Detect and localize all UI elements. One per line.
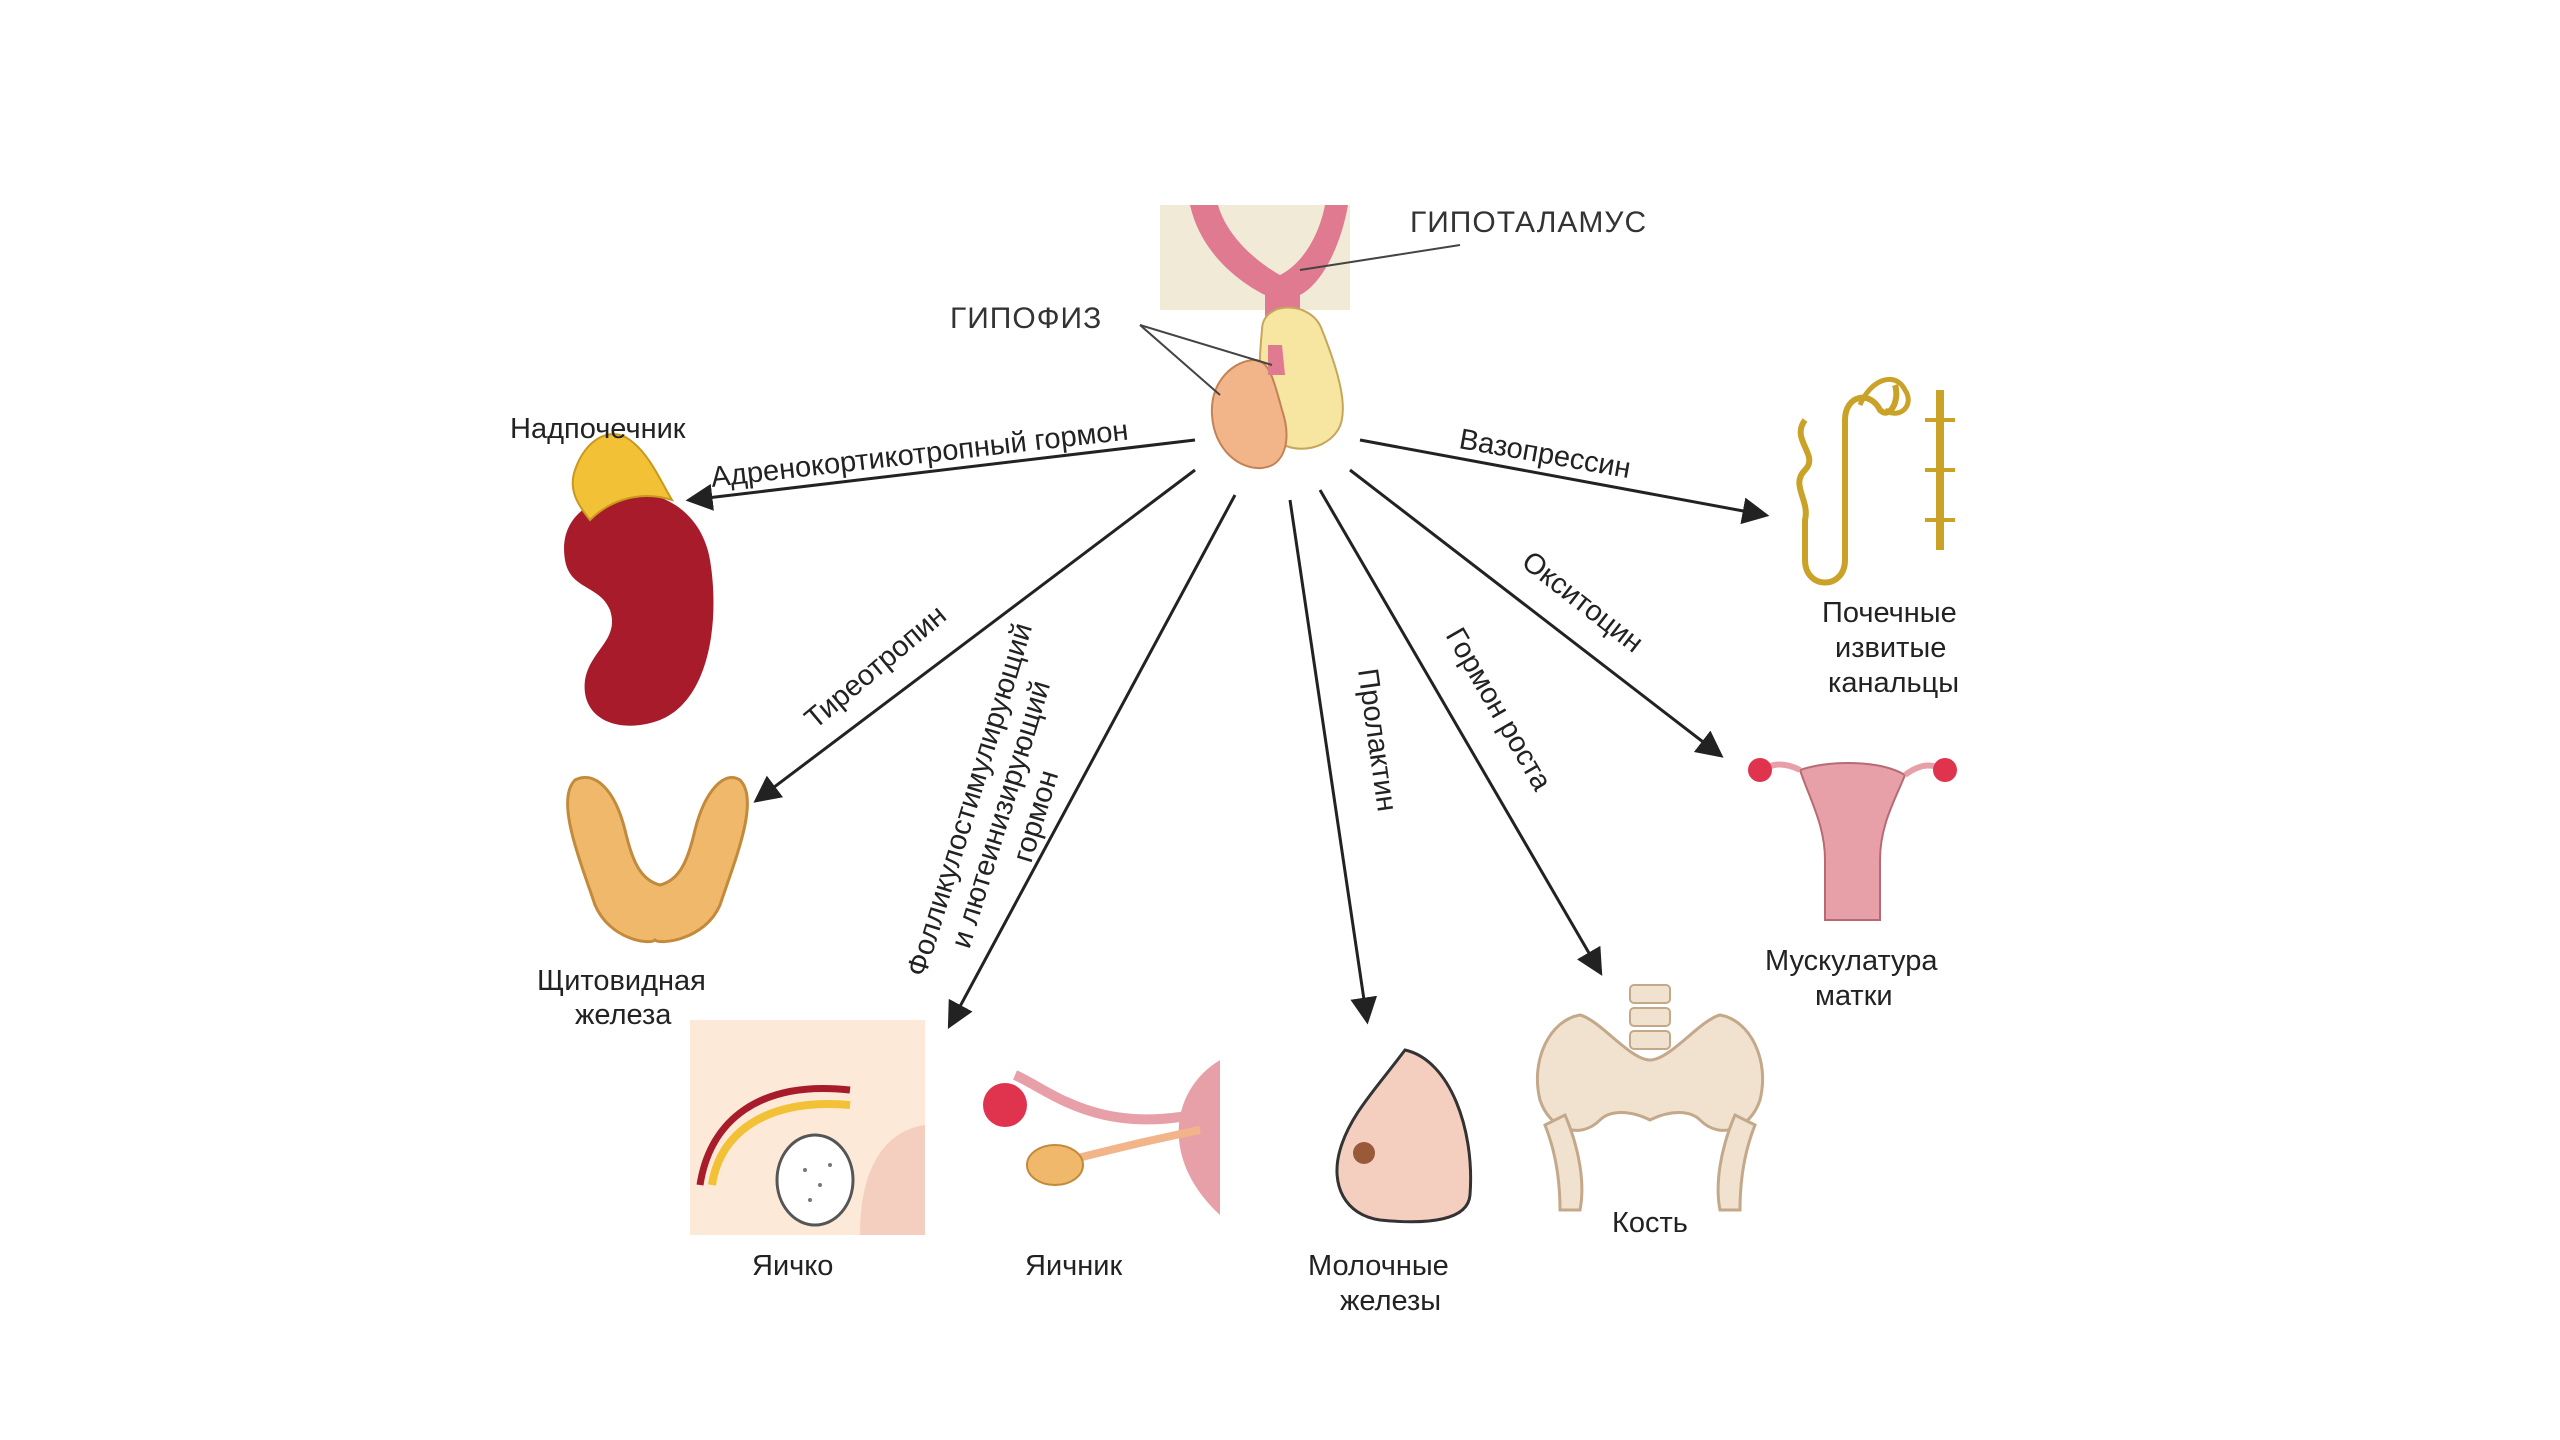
pituitary-leader-2	[1139, 324, 1221, 396]
hypothalamus-pituitary-figure	[1160, 205, 1350, 470]
hypothalamus-leader	[1299, 244, 1461, 271]
acth-arrow	[685, 438, 1196, 511]
mammary-label-line2: железы	[1340, 1285, 1441, 1317]
thyroid-label-line1: Щитовидная	[537, 965, 706, 997]
thyroid-label-line2: железа	[575, 999, 672, 1031]
stalk-connector	[1268, 345, 1285, 375]
ovary-left-icon	[1748, 758, 1772, 782]
bone-label: Кость	[1612, 1207, 1688, 1239]
uterus-figure	[1748, 758, 1957, 921]
testis-icon	[775, 1133, 855, 1227]
anterior-pituitary	[1210, 358, 1288, 470]
adrenal-kidney-figure	[564, 433, 714, 726]
growth-hormone-arrow	[1318, 489, 1603, 976]
hypothalamus-label: ГИПОТАЛАМУС	[1410, 206, 1647, 239]
mammary-gland-icon	[1335, 1048, 1473, 1224]
ovary-right-icon	[1933, 758, 1957, 782]
spine-vertebra-3	[1629, 1030, 1671, 1050]
femur-left	[1543, 1112, 1584, 1212]
pelvis-icon	[1535, 1013, 1765, 1132]
ovary-icon	[1026, 1144, 1084, 1186]
bone-figure	[1535, 984, 1765, 1212]
fimbria-icon	[983, 1083, 1027, 1127]
testis-figure	[690, 1020, 925, 1235]
nipple-icon	[1353, 1142, 1375, 1164]
uterus-label-line1: Мускулатура	[1765, 945, 1938, 977]
uterine-wall	[1178, 1060, 1220, 1215]
kidney-label-line1: Почечные	[1822, 597, 1957, 629]
pituitary-leader-1	[1139, 324, 1273, 366]
vas-deferens	[696, 1085, 851, 1186]
ovary-label: Яичник	[1025, 1250, 1122, 1282]
vas-deferens-outer	[708, 1100, 851, 1186]
spine-vertebra-1	[1629, 984, 1671, 1004]
thyroid-figure	[566, 776, 749, 944]
fallopian-tube	[1012, 1070, 1217, 1125]
tubule-loop	[1857, 376, 1911, 416]
mammary-figure	[1335, 1048, 1473, 1224]
fsh-lh-label: Фолликулостимулирующий и лютеинизирующий…	[901, 619, 1065, 980]
oxytocin-arrow	[1349, 468, 1724, 758]
testis-skin	[860, 1125, 925, 1235]
mammary-label-line1: Молочные	[1308, 1250, 1449, 1282]
testis-dot-3	[828, 1163, 832, 1167]
adrenal-gland-icon	[571, 433, 675, 522]
pituitary-label: ГИПОФИЗ	[950, 302, 1102, 335]
testis-dot-4	[808, 1198, 812, 1202]
adrenal-label: Надпочечник	[510, 413, 686, 445]
tubule-icon	[1796, 384, 1900, 586]
prolactin-label: Пролактин	[1351, 667, 1403, 814]
vasopressin-arrow	[1359, 438, 1770, 525]
ovarian-ligament	[1069, 1126, 1201, 1164]
oxytocin-label: Окситоцин	[1516, 545, 1649, 659]
thyroid-icon	[566, 776, 749, 944]
uterus-label-line2: матки	[1815, 980, 1893, 1012]
tsh-arrow	[753, 468, 1196, 803]
uterus-body	[1798, 762, 1907, 921]
testis-label: Яичко	[752, 1250, 833, 1282]
spine-vertebra-2	[1629, 1007, 1671, 1027]
testis-dot-1	[803, 1168, 807, 1172]
tsh-label: Тиреотропин	[799, 599, 953, 735]
prolactin-arrow	[1288, 499, 1378, 1025]
fsh-lh-arrow	[947, 494, 1237, 1029]
kidney-label-line2: извитые	[1835, 632, 1946, 664]
kidney-tubule-figure	[1796, 376, 1955, 586]
kidney-label-line3: канальцы	[1828, 667, 1959, 699]
growth-hormone-label: Гормон роста	[1439, 623, 1558, 797]
ovary-figure	[975, 1050, 1220, 1220]
femur-right	[1716, 1112, 1757, 1212]
kidney-icon	[564, 492, 714, 726]
hypothalamus	[1190, 205, 1348, 360]
testis-dot-2	[818, 1183, 822, 1187]
